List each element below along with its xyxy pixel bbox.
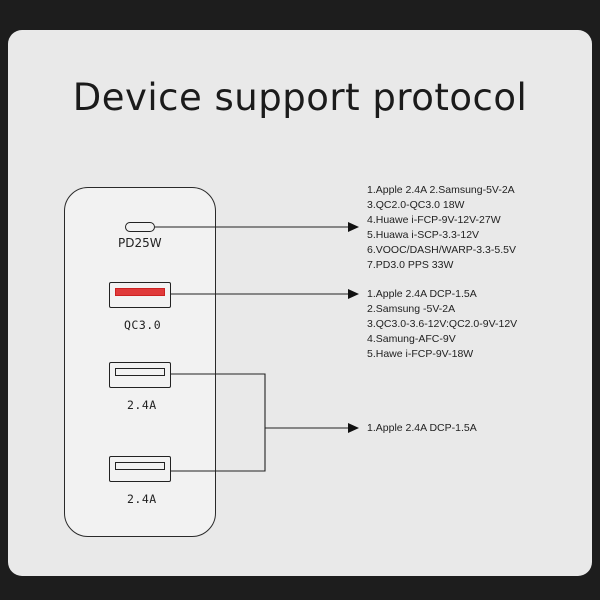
usb-a-protocol-list: 1.Apple 2.4A DCP-1.5A xyxy=(367,421,477,436)
usb-a-port-2-icon xyxy=(109,456,171,482)
usb-a-arrow-icon xyxy=(348,423,359,433)
qc-usb-a-port-icon xyxy=(109,282,171,308)
list-item: 1.Apple 2.4A DCP-1.5A xyxy=(367,288,477,300)
list-item: 5.Huawa i-SCP-3.3-12V xyxy=(367,229,480,241)
list-item: 3.QC3.0-3.6-12V:QC2.0-9V-12V xyxy=(367,318,518,330)
qc-arrow-icon xyxy=(348,289,359,299)
qc-port-label: QC3.0 xyxy=(124,318,162,332)
list-item: 1.Apple 2.4A 2.Samsung-5V-2A xyxy=(367,184,515,196)
charger-faceplate xyxy=(64,187,216,537)
list-item: 5.Hawe i-FCP-9V-18W xyxy=(367,348,474,360)
list-item: 2.Samsung -5V-2A xyxy=(367,303,456,315)
list-item: 4.Huawe i-FCP-9V-12V-27W xyxy=(367,214,501,226)
pd-protocol-list: 1.Apple 2.4A 2.Samsung-5V-2A 3.QC2.0-QC3… xyxy=(367,183,516,273)
usb-a-port-1-icon xyxy=(109,362,171,388)
usb-a-port-1-label: 2.4A xyxy=(127,398,157,412)
pd-arrow-icon xyxy=(348,222,359,232)
qc-protocol-list: 1.Apple 2.4A DCP-1.5A 2.Samsung -5V-2A 3… xyxy=(367,287,517,362)
usb-a-bracket-line xyxy=(171,373,266,472)
list-item: 3.QC2.0-QC3.0 18W xyxy=(367,199,465,211)
list-item: 1.Apple 2.4A DCP-1.5A xyxy=(367,422,477,434)
usb-a-port-2-label: 2.4A xyxy=(127,492,157,506)
list-item: 6.VOOC/DASH/WARP-3.3-5.5V xyxy=(367,244,516,256)
page-title: Device support protocol xyxy=(72,76,528,119)
usb-c-port-label: PD25W xyxy=(118,236,162,250)
usb-c-port-icon xyxy=(125,222,155,232)
list-item: 7.PD3.0 PPS 33W xyxy=(367,259,454,271)
list-item: 4.Samung-AFC-9V xyxy=(367,333,456,345)
